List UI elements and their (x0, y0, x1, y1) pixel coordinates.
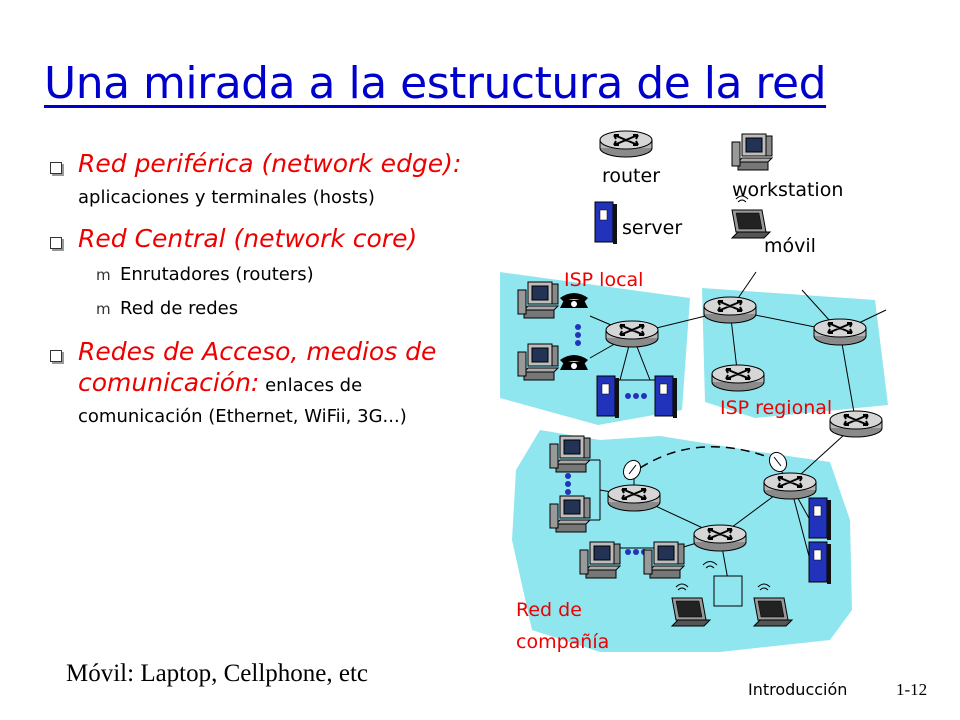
sub-bullet-marker: m (96, 300, 111, 318)
bullet-network-edge: Red periférica (network edge): aplicacio… (50, 148, 490, 213)
company-network-label-line2: compañía (516, 631, 609, 653)
workstation-icon (517, 281, 559, 319)
bullet-network-core: Red Central (network core) m Enrutadores… (50, 223, 490, 326)
bullet-emphasis: Redes de Acceso, medios de comunicación: (78, 337, 437, 397)
server-legend-icon (594, 201, 618, 245)
local-isp-label: ISP local (564, 269, 643, 291)
laptop-icon (671, 583, 711, 627)
ellipsis-dots (565, 324, 647, 555)
satellite-link (639, 446, 777, 469)
bullet-marker (50, 350, 62, 362)
legend-mobile-label: móvil (764, 235, 816, 257)
sub-bullet-text: Enrutadores (routers) (120, 264, 314, 285)
server-icon (808, 497, 832, 541)
wireless-signal-icon (702, 561, 718, 569)
sub-bullet-marker: m (96, 266, 111, 284)
server-icon (654, 375, 678, 419)
workstation-icon (579, 541, 621, 579)
telephone-icon (560, 293, 588, 308)
bullet-access-networks: Redes de Acceso, medios de comunicación:… (50, 336, 490, 432)
workstation-icon (517, 343, 559, 381)
legend-server-label: server (622, 217, 682, 239)
company-network-region (512, 430, 852, 652)
router-icon (813, 318, 867, 346)
workstation-icon (643, 541, 685, 579)
regional-isp-region (702, 288, 888, 418)
regional-isp-label: ISP regional (720, 397, 832, 419)
router-icon (763, 472, 817, 500)
bullet-text: enlaces de comunicación (Ethernet, WiFii… (78, 375, 407, 427)
bullet-text: aplicaciones y terminales (hosts) (78, 187, 375, 208)
satellite-dish-left (622, 459, 642, 481)
page-number: 1-12 (896, 680, 928, 699)
telephone-icon (560, 355, 588, 370)
sub-bullet-routers: m Enrutadores (routers) (50, 258, 490, 292)
company-network-label-line1: Red de (516, 599, 582, 621)
server-icon (596, 375, 620, 419)
satellite-dish-right (768, 451, 788, 473)
workstation-icon (549, 495, 591, 533)
workstation-legend-icon (731, 133, 773, 171)
sub-bullet-text: Red de redes (120, 298, 239, 319)
bullet-list: Red periférica (network edge): aplicacio… (50, 148, 490, 442)
workstation-icon (549, 435, 591, 473)
bullet-marker (50, 237, 62, 249)
sub-bullet-network-of-networks: m Red de redes (50, 292, 490, 326)
bullet-marker (50, 162, 62, 174)
bullet-emphasis: Red Central (network core) (78, 224, 418, 253)
router-icon (605, 320, 659, 348)
server-icon (808, 541, 832, 585)
legend-router-label: router (602, 165, 660, 187)
mobile-note: Móvil: Laptop, Cellphone, etc (66, 660, 369, 687)
laptop-legend-icon (731, 195, 771, 239)
router-icon (703, 296, 757, 324)
footer-section: Introducción (748, 680, 848, 699)
router-icon (829, 410, 883, 438)
local-isp-region (500, 272, 690, 425)
router-icon (607, 484, 661, 512)
legend-workstation-label: workstation (732, 179, 843, 201)
bullet-emphasis: Red periférica (network edge): (78, 149, 462, 178)
laptop-icon (753, 583, 793, 627)
router-legend-icon (599, 130, 653, 158)
router-icon (693, 524, 747, 552)
wireless-base-station (713, 575, 743, 607)
router-icon (711, 364, 765, 392)
network-links (580, 271, 887, 581)
slide-title: Una mirada a la estructura de la red (44, 58, 827, 109)
